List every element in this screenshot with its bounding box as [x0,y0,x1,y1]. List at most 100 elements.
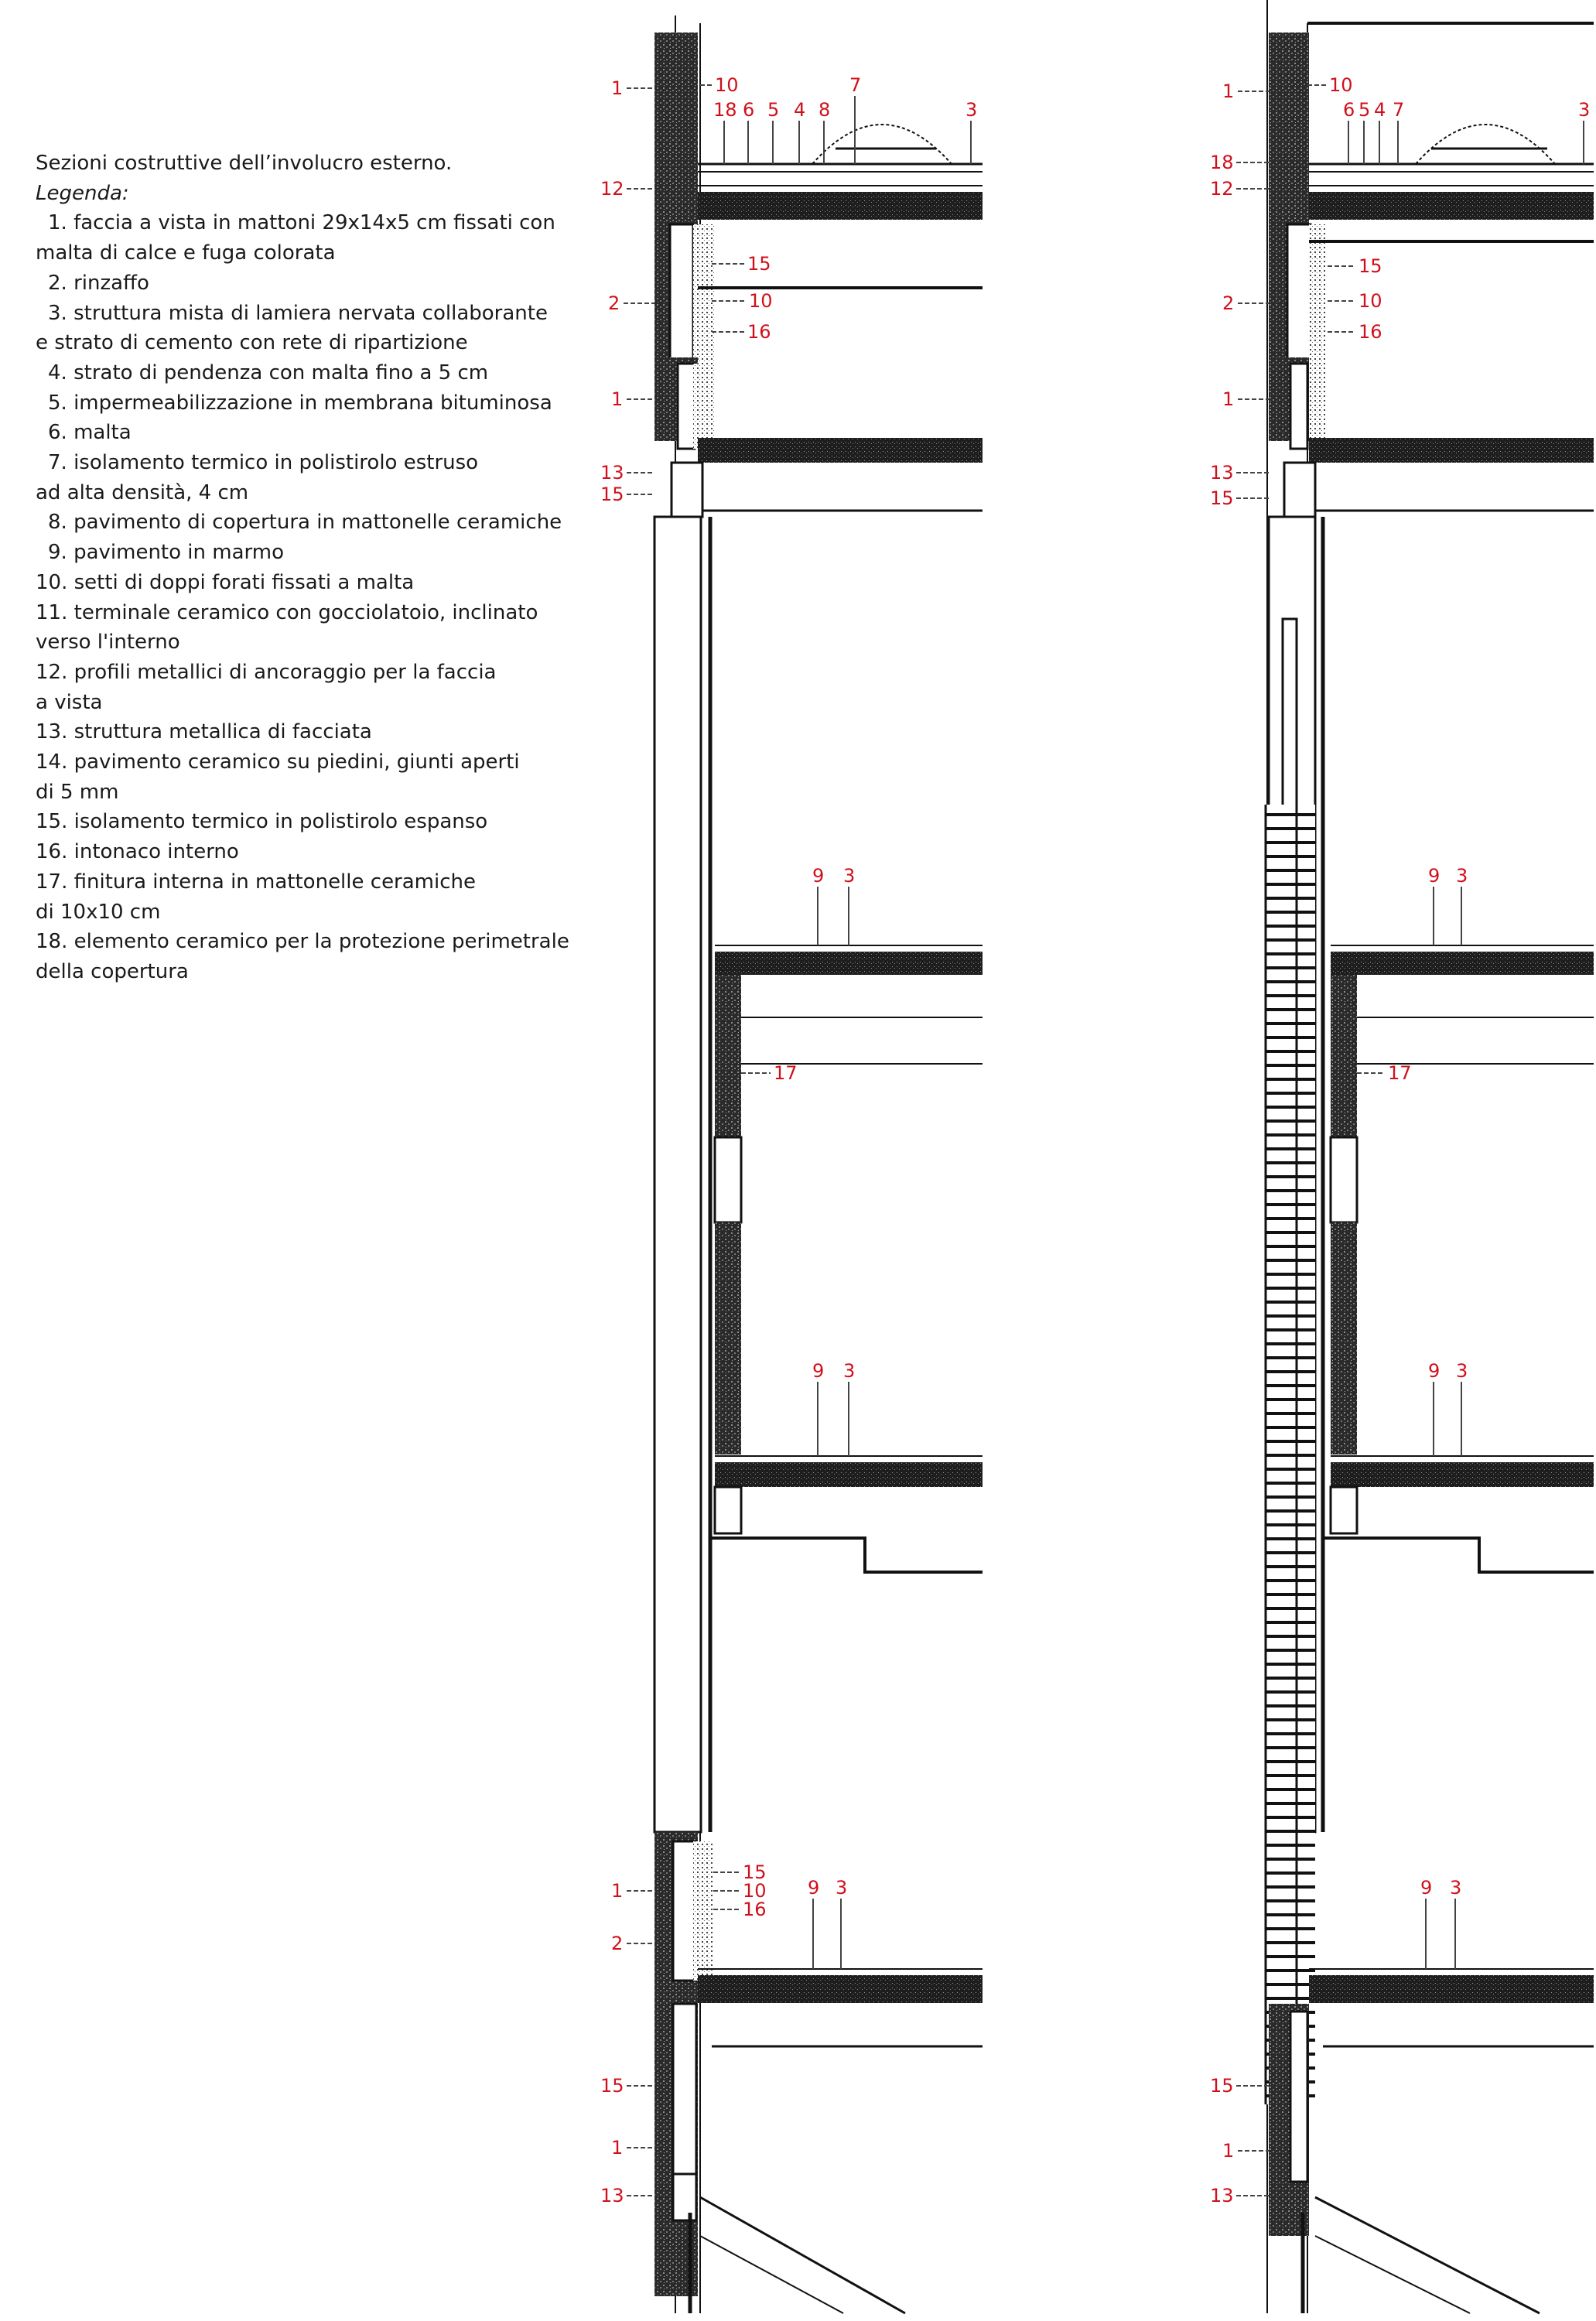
callout-label: 1 [611,388,623,410]
legend-item: 11. terminale ceramico con gocciolatoio,… [36,598,569,628]
callout-label: 10 [715,74,739,96]
callout-label: 15 [1358,255,1382,277]
legend-item-number: 9. [48,541,67,565]
legend-item: 1. faccia a vista in mattoni 29x14x5 cm … [36,208,569,238]
callout-label: 2 [1222,292,1234,314]
legend-item: 8. pavimento di copertura in mattonelle … [36,508,569,538]
callout-label: 6 [1343,99,1355,121]
callout-label: 15 [1210,2075,1234,2097]
callout-label: 9 [812,865,824,887]
legend-item-number: 10. [36,570,68,594]
legend-item: 15. isolamento termico in polistirolo es… [36,807,569,837]
legend-item-continuation: a vista [36,690,103,714]
legend-item: 17. finitura interna in mattonelle ceram… [36,867,569,897]
callout-label: 13 [1210,462,1234,484]
legend-item-continuation: verso l'interno [36,631,180,655]
legend-item-number: 3. [48,301,67,325]
legend-item-text: terminale ceramico con gocciolatoio, inc… [67,600,538,624]
legend-item-number: 6. [48,421,67,445]
callout-label: 9 [1420,1877,1432,1899]
callout-label: 1 [1222,80,1234,102]
legend-item-continuation: della copertura [36,959,189,983]
legend-item-text: malta [67,421,132,445]
callout-label: 7 [849,74,861,96]
callout-label: 8 [819,99,830,121]
callout-label: 9 [1428,865,1440,887]
legend-item: 6. malta [36,418,569,448]
caption-subtitle: Legenda: [36,181,129,205]
callout-label: 3 [1456,865,1468,887]
legend-item-continuation: malta di calce e fuga colorata [36,241,336,265]
callout-label: 9 [1428,1360,1440,1382]
callout-label: 15 [600,484,624,505]
callout-label: 3 [843,1360,855,1382]
legend-item: 3. struttura mista di lamiera nervata co… [36,299,569,329]
legend-item-text: intonaco interno [67,840,239,864]
callout-label: 2 [608,292,620,314]
callout-label: 10 [1329,74,1353,96]
callout-label: 10 [749,290,773,312]
legend-item-text: pavimento di copertura in mattonelle cer… [67,511,562,535]
legend-item: 18. elemento ceramico per la protezione … [36,927,569,957]
legend-item-text: impermeabilizzazione in membrana bitumin… [67,391,552,415]
legend-item-text: pavimento in marmo [67,541,284,565]
legend-item: 5. impermeabilizzazione in membrana bitu… [36,388,569,419]
legend-item-number: 11. [36,600,68,624]
legend-item-text: isolamento termico in polistirolo estrus… [67,451,479,475]
callout-label: 13 [600,2185,624,2206]
callout-label: 18 [1210,152,1234,173]
callout-label: 3 [843,865,855,887]
legend-item: 7. isolamento termico in polistirolo est… [36,448,569,478]
legend-item-number: 2. [48,271,67,295]
callout-label: 12 [1210,178,1234,200]
callout-label: 1 [611,1880,623,1902]
legend-item: 14. pavimento ceramico su piedini, giunt… [36,747,569,778]
legend-item-text: finitura interna in mattonelle ceramiche [67,870,477,894]
legend-item-number: 7. [48,451,67,475]
legend-item-text: struttura metallica di facciata [67,720,372,744]
callout-label: 13 [1210,2185,1234,2206]
legend-item-number: 17. [36,870,68,894]
legend-item-number: 8. [48,511,67,535]
caption-title: Sezioni costruttive dell’involucro ester… [36,152,453,175]
legend-item-number: 15. [36,810,68,834]
legend-item-number: 13. [36,720,68,744]
callout-label: 15 [743,1861,767,1883]
legend-caption: Sezioni costruttive dell’involucro ester… [36,149,569,987]
legend-item-text: faccia a vista in mattoni 29x14x5 cm fis… [67,211,555,235]
legend-item-number: 16. [36,840,68,864]
callout-label: 18 [713,99,737,121]
section-drawing-right [1264,0,1594,2315]
callout-label: 16 [743,1899,767,1920]
callout-label: 3 [836,1877,847,1899]
callout-label: 10 [1358,290,1382,312]
legend-item: 16. intonaco interno [36,837,569,867]
callout-label: 1 [611,2137,623,2159]
callout-label: 15 [600,2075,624,2097]
legend-item-number: 5. [48,391,67,415]
callout-label: 5 [1358,99,1370,121]
legend-item: 13. struttura metallica di facciata [36,717,569,747]
legend-item-text: pavimento ceramico su piedini, giunti ap… [67,750,520,774]
callout-label: 9 [808,1877,819,1899]
callout-label: 3 [1450,1877,1461,1899]
legend-item-number: 18. [36,930,68,954]
legend-item-continuation: e strato di cemento con rete di ripartiz… [36,331,468,355]
legend-item: 2. rinzaffo [36,268,569,299]
legend-item-number: 1. [48,211,67,235]
callout-label: 3 [965,99,977,121]
legend-item-text: strato di pendenza con malta fino a 5 cm [67,361,489,385]
callout-label: 1 [1222,388,1234,410]
legend-item-number: 4. [48,361,67,385]
legend-item: 4. strato di pendenza con malta fino a 5… [36,358,569,388]
callout-label: 6 [743,99,754,121]
legend-item-number: 12. [36,660,68,684]
callout-label: 13 [600,462,624,484]
legend-item-text: struttura mista di lamiera nervata colla… [67,301,548,325]
callout-label: 7 [1393,99,1404,121]
callout-label: 3 [1456,1360,1468,1382]
legend-item: 9. pavimento in marmo [36,538,569,568]
legend-item: 12. profili metallici di ancoraggio per … [36,658,569,688]
